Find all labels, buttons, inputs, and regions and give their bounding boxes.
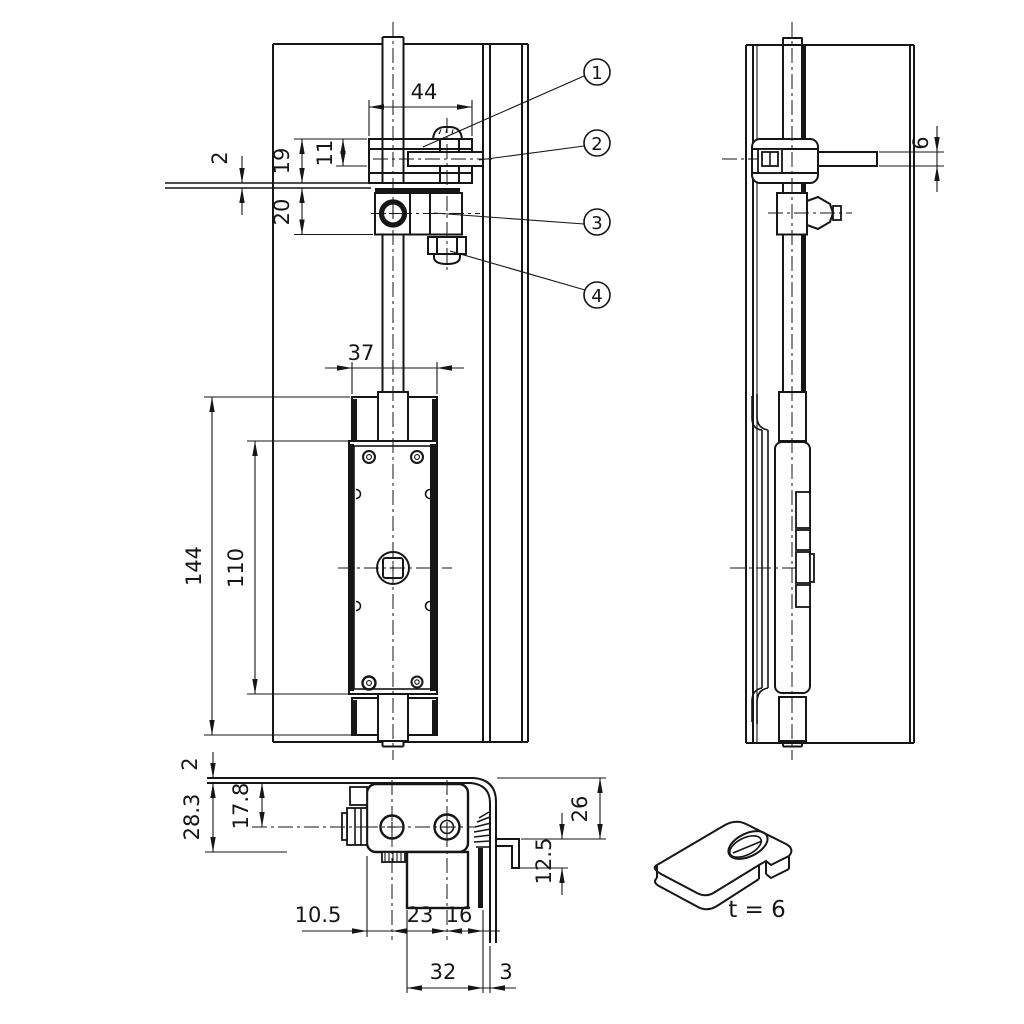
dim-2-top: 2 [208, 151, 232, 164]
front-striker-sheet [165, 182, 371, 189]
bottom-bent-sheet [207, 777, 520, 943]
plate-thickness-label: t = 6 [728, 897, 786, 923]
callout-3: 3 [583, 208, 611, 236]
side-dimensions: 6 [879, 126, 944, 192]
dim-110: 110 [224, 548, 248, 588]
case-notch [355, 600, 362, 612]
callout-2: 2 [583, 129, 611, 157]
shadow-band [375, 188, 460, 194]
side-view: 6 [722, 22, 944, 760]
plate-top-face [653, 820, 793, 897]
dim-12-5: 12.5 [532, 838, 556, 885]
bottom-bracket-body [341, 782, 470, 910]
bottom-slider-guide [351, 693, 438, 742]
dim-144: 144 [182, 546, 206, 586]
side-mounting-flange [751, 394, 769, 724]
dim-44: 44 [411, 80, 438, 104]
dim-11: 11 [313, 140, 337, 167]
dim-19: 19 [270, 148, 294, 175]
front-centerlines [338, 22, 492, 760]
callout-2-label: 2 [591, 134, 602, 155]
bottom-dimensions: 2 28.3 17.8 26 12.5 10. [178, 752, 606, 993]
dim-20: 20 [270, 199, 294, 226]
bottom-shadow-bar [478, 848, 483, 908]
callout-4-label: 4 [591, 286, 602, 307]
spring-serrations [473, 811, 492, 848]
bottom-lower-tab [405, 850, 470, 910]
case-screw-bl [361, 675, 377, 691]
plate-hole [727, 830, 769, 860]
dim-17-8: 17.8 [229, 783, 253, 830]
bottom-centerlines [363, 780, 475, 940]
case-screw-tl [362, 450, 376, 464]
side-rod [782, 37, 803, 392]
dim-32: 32 [430, 960, 457, 984]
dim-26: 26 [568, 796, 592, 823]
dim-2-bottom: 2 [178, 757, 202, 770]
plate-thickness-edges [653, 856, 790, 911]
side-guide-block [776, 192, 842, 236]
edge-hook [496, 838, 520, 869]
front-dimensions: 44 2 19 11 20 37 [182, 80, 473, 736]
callout-1-label: 1 [591, 63, 602, 84]
front-view: 44 2 19 11 20 37 [165, 22, 529, 760]
dim-23: 23 [407, 903, 434, 927]
dim-3: 3 [499, 960, 512, 984]
callouts: 1 2 3 4 [422, 58, 611, 309]
dim-6: 6 [909, 136, 933, 149]
dim-37: 37 [348, 341, 375, 365]
case-notch [355, 488, 362, 500]
top-slider-guide [351, 391, 438, 442]
callout-1: 1 [583, 58, 611, 86]
side-latch-bracket [751, 138, 819, 184]
case-screw-tr [410, 450, 424, 464]
dim-16: 16 [446, 903, 473, 927]
callout-3-label: 3 [591, 213, 602, 234]
dim-28-3: 28.3 [180, 794, 204, 841]
case-notch [424, 600, 431, 612]
case-notch [424, 488, 431, 500]
dim-10-5: 10.5 [295, 903, 342, 927]
side-centerlines [722, 22, 852, 760]
callout-4: 4 [583, 281, 611, 309]
bottom-view: 2 28.3 17.8 26 12.5 10. [178, 752, 606, 993]
case-screw-br [410, 675, 424, 689]
serrated-tab [381, 851, 406, 863]
detail-plate: t = 6 [653, 820, 793, 923]
